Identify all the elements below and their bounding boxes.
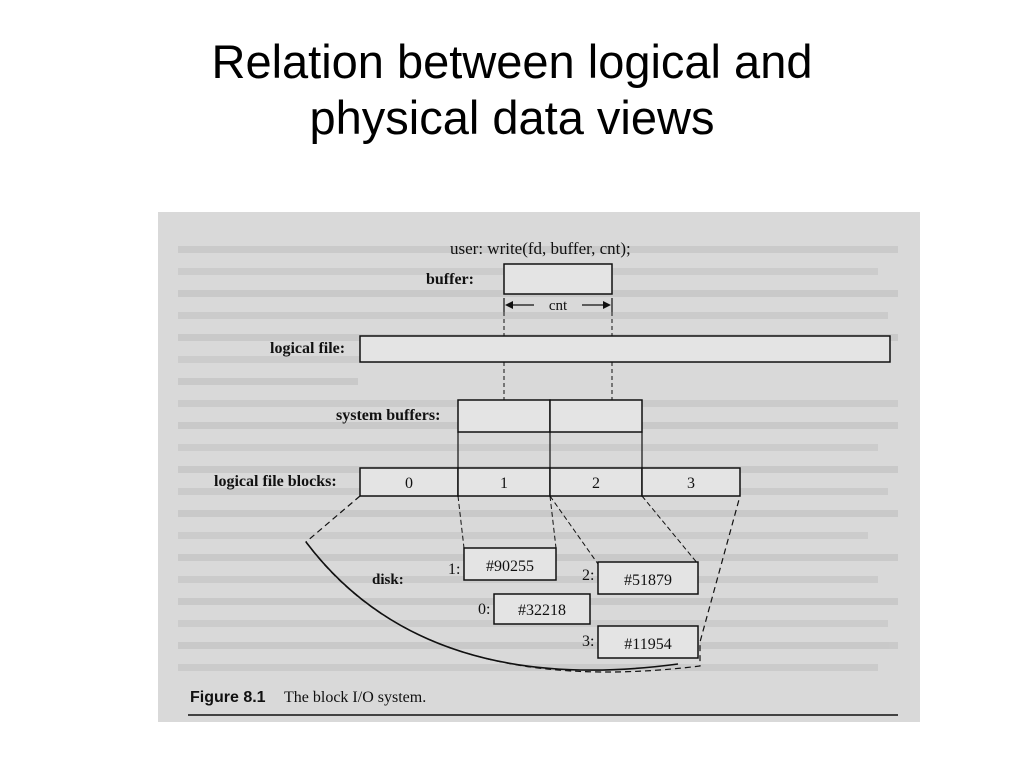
title-line-2: physical data views — [309, 91, 715, 144]
disk-label: disk: — [372, 572, 404, 588]
logical-block-3 — [641, 467, 741, 497]
disk-block-2-address: #51879 — [624, 572, 672, 589]
logical-block-3-label: 3 — [687, 475, 695, 492]
scanned-figure: user: write(fd, buffer, cnt); buffer: cn… — [158, 212, 920, 722]
title-line-1: Relation between logical and — [211, 35, 813, 88]
disk-block-3-index: 3: — [582, 633, 594, 650]
logical-block-2-label: 2 — [592, 475, 600, 492]
logical-block-2 — [549, 467, 643, 497]
disk-block-3 — [597, 625, 699, 659]
system-buffer-1 — [457, 399, 551, 433]
logical-block-0 — [359, 467, 459, 497]
cnt-label: cnt — [549, 298, 568, 314]
figure-caption-label: Figure 8.1 — [190, 689, 266, 706]
disk-block-0 — [493, 593, 591, 625]
user-write-call: user: write(fd, buffer, cnt); — [450, 239, 631, 258]
disk-block-0-index: 0: — [478, 601, 490, 618]
logical-file-label: logical file: — [270, 340, 345, 357]
disk-block-3-address: #11954 — [624, 636, 671, 653]
disk-block-2 — [597, 561, 699, 595]
disk-block-1-address: #90255 — [486, 558, 534, 575]
disk-block-1 — [463, 547, 557, 581]
slide-title: Relation between logical and physical da… — [0, 34, 1024, 146]
logical-file-bar — [359, 335, 891, 363]
buffer-box — [503, 263, 613, 295]
system-buffers-label: system buffers: — [336, 407, 440, 424]
figure-caption-text: The block I/O system. — [284, 689, 426, 706]
disk-block-1-index: 1: — [448, 561, 460, 578]
logical-file-blocks-label: logical file blocks: — [214, 473, 337, 490]
logical-block-0-label: 0 — [405, 475, 413, 492]
disk-block-2-index: 2: — [582, 567, 594, 584]
logical-block-1-label: 1 — [500, 475, 508, 492]
system-buffer-2 — [549, 399, 643, 433]
block-io-diagram: user: write(fd, buffer, cnt); buffer: cn… — [178, 239, 898, 716]
disk-arc — [305, 541, 679, 671]
disk-block-0-address: #32218 — [518, 602, 566, 619]
buffer-label: buffer: — [426, 271, 474, 288]
